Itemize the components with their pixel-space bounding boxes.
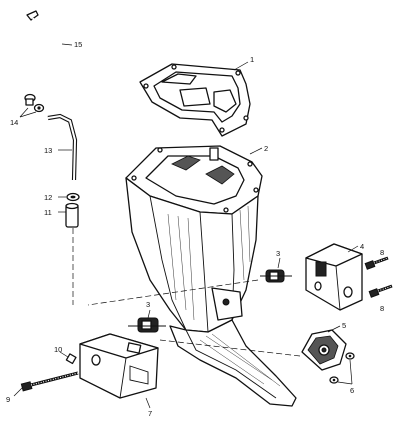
part-4-mount-bracket [305,243,363,311]
part-2-driveshaft-housing [125,145,297,407]
part-8-bolt-lower [368,284,393,298]
callout-7: 7 [148,409,152,418]
callout-13: 13 [44,146,52,155]
part-3-rubber-mount-upper [87,257,292,306]
callout-8-upper: 8 [380,248,384,257]
part-1-gasket [139,61,251,137]
part-8-bolt-upper [364,256,389,270]
part-14-screw-and-washer [19,93,45,118]
callout-2: 2 [264,144,268,153]
part-5-cover-plate [159,325,347,371]
part-10-washer [59,351,77,365]
callout-11: 11 [44,208,52,217]
callout-8-lower: 8 [380,304,384,313]
part-6-screws [329,352,355,385]
callout-5: 5 [342,321,346,330]
callout-12: 12 [44,193,52,202]
part-7-lower-bracket [79,333,159,409]
callout-10: 10 [54,345,62,354]
callout-4: 4 [360,242,364,251]
callout-6: 6 [350,386,354,395]
callout-3-upper: 3 [276,249,280,258]
part-12-grommet [58,192,80,202]
callout-15: 15 [74,40,82,49]
callout-1: 1 [250,55,254,64]
part-15-shift-rod [26,10,79,97]
callout-9: 9 [6,395,10,404]
part-13-shift-rod [47,113,78,181]
part-3-rubber-mount-lower [128,309,166,333]
callout-3-lower: 3 [146,300,150,309]
part-9-bolt [13,371,79,397]
callout-14: 14 [10,118,18,127]
part-11-bushing [58,202,79,305]
